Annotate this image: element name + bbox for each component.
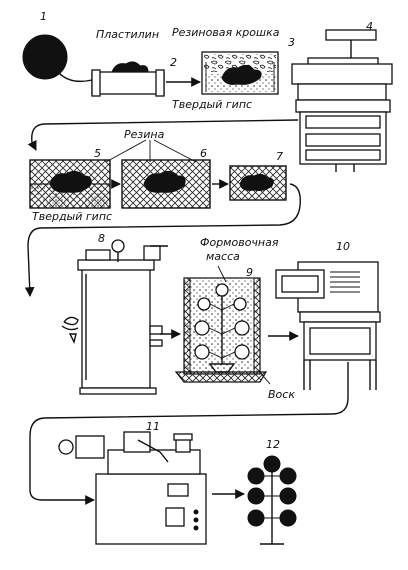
step-number-7: 7: [276, 150, 283, 163]
label-hard-plaster-1: Твердый гипс: [172, 98, 252, 111]
label-plastilin: Пластилин: [96, 28, 159, 41]
molding-mass-pointer: [217, 265, 227, 283]
cast-tree-icon: [247, 455, 297, 545]
connector-10-11: [29, 362, 349, 505]
step-number-6: 6: [200, 147, 207, 160]
rubber-crumb-box-icon: [201, 51, 279, 95]
step-number-2: 2: [170, 56, 177, 69]
step-number-9: 9: [246, 266, 253, 279]
label-molding-mass-1: Формовочная: [200, 236, 279, 249]
connector-4-5: [27, 119, 299, 151]
label-hard-plaster-2: Твердый гипс: [32, 210, 112, 223]
casting-machine-icon: [58, 431, 207, 545]
wax-injector-icon: [61, 239, 168, 395]
step-number-5: 5: [94, 147, 101, 160]
step-number-12: 12: [266, 438, 280, 451]
label-rubber: Резина: [124, 128, 165, 141]
rubber-pointer: [153, 139, 197, 163]
rubber-mold-icon: [29, 159, 111, 209]
connector-7-8: [24, 183, 301, 297]
wax-pointer: [257, 369, 271, 385]
mold-box-icon: [91, 61, 165, 97]
step-number-8: 8: [98, 232, 105, 245]
step-number-11: 11: [146, 420, 160, 433]
press-icon: [291, 29, 393, 172]
step-number-1: 1: [40, 10, 47, 23]
label-rubber-crumb: Резиновая крошка: [172, 26, 280, 39]
rubber-pointer: [105, 139, 147, 163]
label-wax: Воск: [268, 388, 295, 401]
flask-icon: [174, 277, 268, 383]
step-number-3: 3: [288, 36, 295, 49]
label-molding-mass-2: масса: [206, 250, 240, 263]
step-number-4: 4: [366, 20, 373, 33]
kiln-icon: [275, 261, 381, 390]
connector-1-2: [57, 71, 93, 83]
plasticine-lump-icon: [22, 34, 68, 80]
rubber-mold-icon: [229, 165, 287, 201]
rubber-mold-icon: [121, 159, 211, 209]
step-number-10: 10: [336, 240, 350, 253]
